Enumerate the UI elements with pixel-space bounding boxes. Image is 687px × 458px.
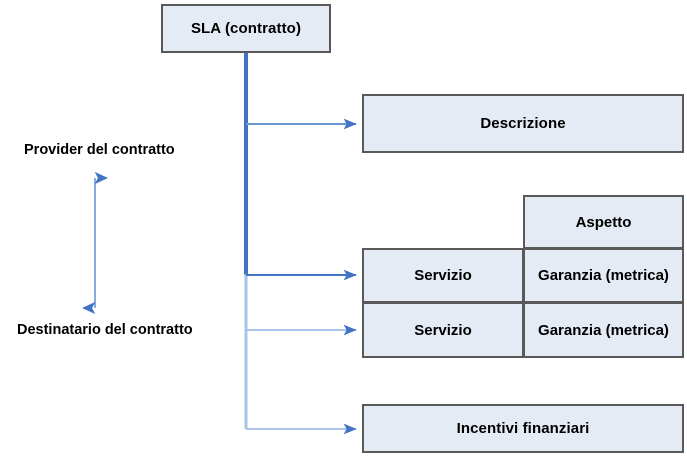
matrix-cell-garanzia-1-label: Garanzia (metrica)	[538, 267, 669, 284]
node-incentivi-label: Incentivi finanziari	[456, 420, 590, 437]
matrix-cell-servizio-1-label: Servizio	[414, 267, 472, 284]
matrix-header-aspetto[interactable]: Aspetto	[523, 195, 684, 249]
matrix-cell-garanzia-2[interactable]: Garanzia (metrica)	[523, 302, 684, 358]
matrix-cell-servizio-2-label: Servizio	[414, 321, 472, 339]
label-provider-del-contratto: Provider del contratto	[24, 142, 175, 158]
node-incentivi-finanziari[interactable]: Incentivi finanziari	[362, 404, 684, 453]
node-sla-label: SLA (contratto)	[190, 20, 302, 37]
node-descrizione[interactable]: Descrizione	[362, 94, 684, 153]
node-sla-contratto[interactable]: SLA (contratto)	[161, 4, 331, 53]
matrix-cell-garanzia-2-label: Garanzia (metrica)	[538, 321, 669, 339]
label-destinatario-del-contratto: Destinatario del contratto	[17, 322, 193, 338]
node-descrizione-label: Descrizione	[480, 115, 566, 132]
matrix-cell-servizio-1[interactable]: Servizio	[362, 248, 524, 303]
service-guarantee-matrix: Aspetto Servizio Garanzia (metrica) Serv…	[362, 195, 684, 358]
matrix-cell-servizio-2[interactable]: Servizio	[362, 302, 524, 358]
matrix-cell-garanzia-1[interactable]: Garanzia (metrica)	[523, 248, 684, 303]
matrix-header-aspetto-label: Aspetto	[575, 213, 632, 231]
